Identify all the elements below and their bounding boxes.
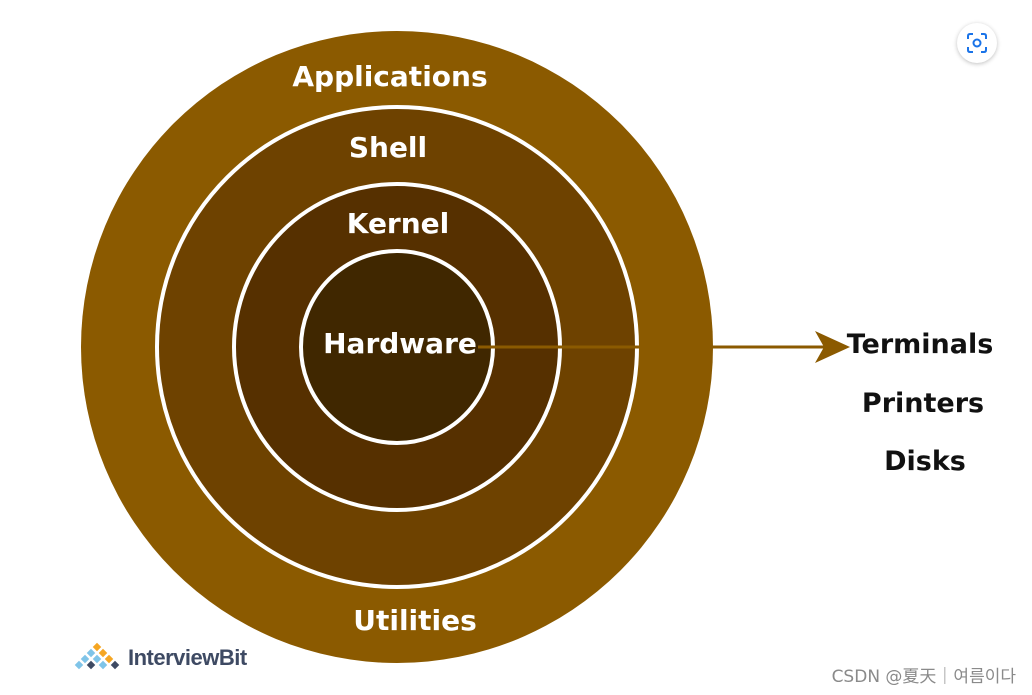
device-terminals: Terminals: [847, 329, 994, 360]
visual-search-button[interactable]: [957, 23, 997, 63]
interviewbit-logo: InterviewBit: [72, 642, 247, 674]
csdn-watermark: CSDN @夏天｜여름이다: [831, 667, 1016, 687]
device-disks: Disks: [884, 446, 966, 477]
interviewbit-logo-icon: [74, 642, 120, 670]
label-utilities: Utilities: [353, 604, 477, 637]
label-hardware: Hardware: [323, 327, 477, 360]
visual-search-icon: [967, 33, 987, 53]
label-applications: Applications: [292, 60, 487, 93]
arrowhead-icon: [815, 331, 850, 363]
device-printers: Printers: [862, 388, 984, 419]
interviewbit-logo-text: InterviewBit: [128, 645, 247, 670]
label-kernel: Kernel: [347, 207, 450, 240]
label-shell: Shell: [349, 131, 427, 164]
